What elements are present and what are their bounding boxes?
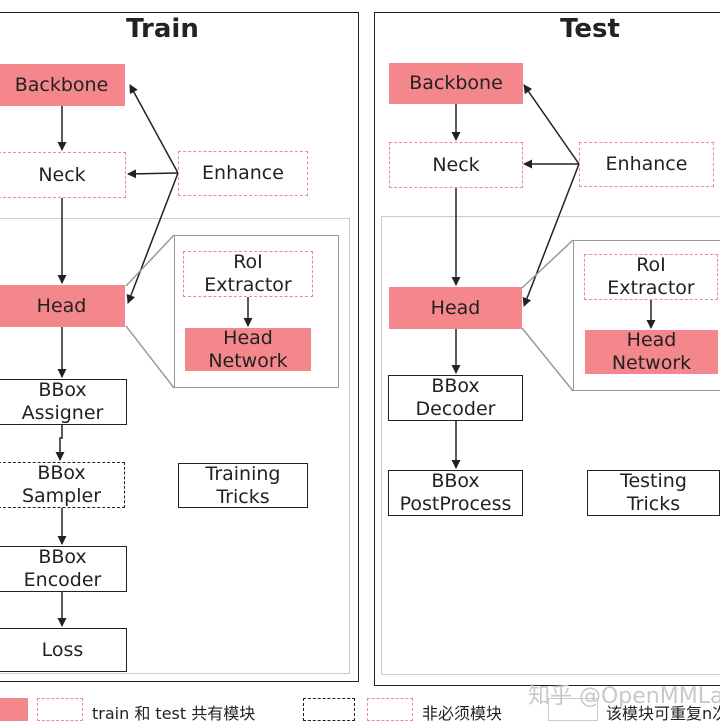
train-neck-block: Neck [0,152,126,198]
train-tricks-block: Training Tricks [178,463,308,508]
test-backbone-block: Backbone [389,63,523,104]
test-tricks-block: Testing Tricks [587,470,720,516]
test-bbox-decoder-block: BBox Decoder [388,375,523,421]
legend-optional-red-swatch [367,698,413,721]
train-head-block: Head [0,285,125,327]
train-head-network-block: Head Network [185,327,311,372]
train-panel [0,12,359,682]
test-title: Test [560,14,620,44]
watermark: 知乎 @OpenMMLab [528,684,720,709]
test-roi-extractor-block: RoI Extractor [584,254,718,300]
test-panel [374,12,720,686]
legend-shared-swatch [0,698,28,721]
train-title: Train [126,14,199,44]
legend-shared-dashed-swatch [37,698,83,721]
train-bbox-assigner-block: BBox Assigner [0,379,127,425]
train-bbox-sampler-block: BBox Sampler [0,462,125,508]
legend-repeat-swatch [548,698,598,721]
test-enhance-block: Enhance [579,142,714,187]
test-repeat-region [381,216,720,675]
test-head-network-block: Head Network [585,329,718,374]
test-bbox-postprocess-block: BBox PostProcess [388,470,523,516]
legend-optional-black-swatch [303,698,355,721]
legend-shared-label: train 和 test 共有模块 [92,704,256,723]
train-roi-extractor-block: RoI Extractor [183,251,313,297]
train-repeat-region [0,218,350,674]
train-enhance-block: Enhance [178,151,308,196]
legend-optional-label: 非必须模块 [422,704,503,723]
train-loss-block: Loss [0,628,127,672]
test-head-block: Head [389,287,522,329]
legend-repeat-label: 该模块可重复n次 [606,704,720,723]
train-backbone-block: Backbone [0,64,125,106]
train-bbox-encoder-block: BBox Encoder [0,546,127,592]
test-neck-block: Neck [389,142,523,188]
